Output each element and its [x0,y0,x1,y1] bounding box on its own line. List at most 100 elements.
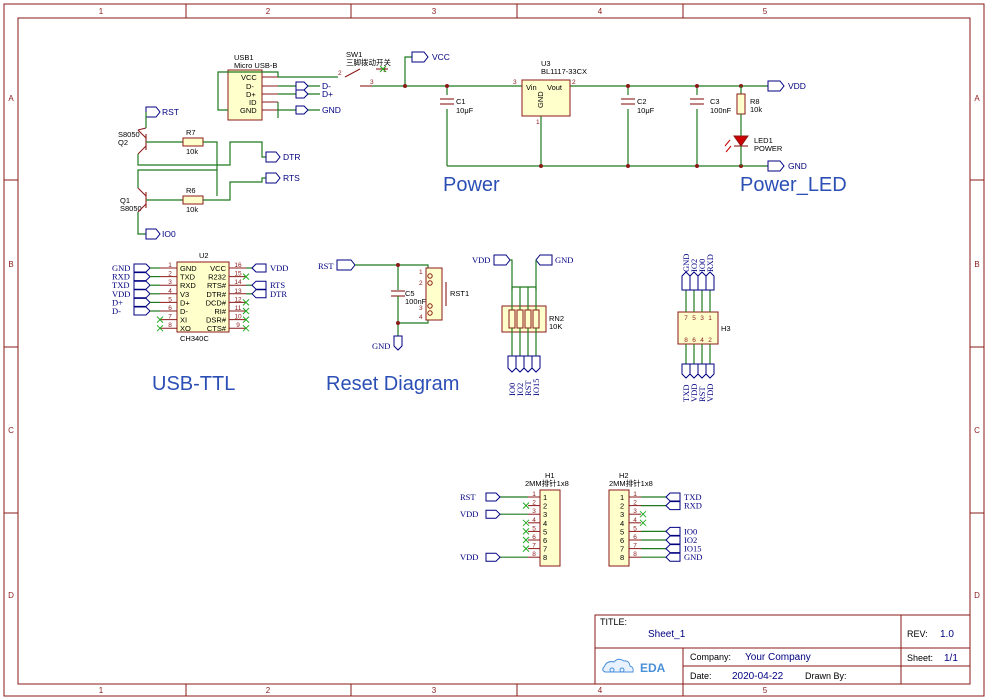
grid-row-b-right: B [974,260,979,269]
net-label-io0-q1: IO0 [162,229,176,239]
h1-ref: H1 [545,471,555,480]
h1-net-flag [485,552,501,562]
h3-bottom-flag [705,363,715,379]
h1-pin-num-left: 1 [532,491,536,498]
net-flag-gnd-reset: GND [372,335,403,351]
grid-row-d: D [8,591,14,600]
eda-logo-text: EDA [640,661,666,675]
h3-top-net-label: IO2 [689,259,699,272]
net-label-vcc: VCC [432,52,450,62]
c3-ref: C3 [710,97,720,106]
usb-ttl-left-net-label: D- [112,306,121,316]
u3-vin: Vin [526,83,537,92]
u2-right-no-connect [242,307,250,315]
grid-row-a: A [8,94,14,103]
usb-ttl-right-flag [251,280,267,290]
usb-ttl-left-flag [133,280,151,290]
grid-row-c: C [8,426,14,435]
rn2-bottom-flag [531,355,541,373]
h2-header: H2 2MM排针1x8 [608,471,653,567]
q1-transistor: Q1 S8050 [120,187,147,213]
u2-right-pin-label: CTS# [207,324,227,333]
u2-left-pin-label: V3 [180,290,189,299]
r6-ref: R6 [186,186,196,195]
r6-body [182,195,204,205]
c1-ref: C1 [456,97,466,106]
h2-pin-num-body: 5 [620,527,624,536]
u2-left-pin-num: 8 [168,322,172,329]
rn2-resistor-element [524,309,532,329]
rn2-ref: RN2 [549,314,564,323]
h2-pin-num-body: 7 [620,545,624,554]
u2-right-pin-num: 14 [234,279,242,286]
r7-ref: R7 [186,128,196,137]
u2-right-pin-num: 11 [235,305,242,312]
grid-row-c-right: C [974,426,980,435]
q2-ref: Q2 [118,138,128,147]
h2-pin-num-body: 6 [620,536,624,545]
u2-right-pin-num: 9 [236,322,240,329]
h2-net-label: GND [684,552,702,562]
date-value: 2020-04-22 [732,671,784,682]
usb-ttl-right-net-label: DTR [270,289,287,299]
net-label-usb-gnd: GND [322,105,341,115]
usb-ttl-left-flag [133,297,151,307]
h1-pin-num-body: 7 [543,545,547,554]
net-flag-rst-reset: RST [318,259,356,271]
net-flag-rst-q2: RST [145,106,179,118]
h2-pin-num-right: 4 [633,517,637,524]
usb-ttl-left-flag [133,263,151,273]
section-usb-ttl-title: USB-TTL [152,373,235,395]
rn2-resistors [508,287,540,356]
h3-top-flag [705,271,715,291]
net-label-gnd-reset: GND [372,341,390,351]
h2-net-flag [665,552,681,562]
h3-top-flag [681,271,691,291]
h3-bottom-net-label: VDD [689,384,699,402]
h2-net-flag [665,535,681,545]
u2-right-no-connect [242,324,250,332]
usb1-pin-vcc: VCC [241,73,257,82]
h3-header: H3 [677,311,731,345]
q2-value: S8050 [118,130,140,139]
u2-right-no-connect [242,299,250,306]
h3-top-pin-num: 7 [684,315,688,322]
net-flag-rts: RTS [265,172,300,184]
h2-net-label: IO2 [684,535,697,545]
c2-ref: C2 [637,97,647,106]
r7-resistor: R7 10k [182,128,204,156]
grid-col-1-bottom: 1 [99,686,104,695]
net-flag-usb-dp: D+ [295,89,333,99]
h1-pin-num-body: 6 [543,536,547,545]
h2-pin-num-body: 3 [620,510,624,519]
usb1-ref: USB1 [234,53,254,62]
h1-pin-num-body: 3 [543,510,547,519]
net-label-vdd-power: VDD [788,81,806,91]
led1-ref: LED1 [754,136,773,145]
led1-power-led: LED1 POWER [724,135,783,153]
h1-no-connect [522,528,530,535]
u3-body [521,79,571,117]
rn2-bottom-net-label: RST [523,380,533,396]
u2-left-pin-label: D- [180,307,188,316]
c3-capacitor: C3 100nF [690,95,732,115]
h1-net-flag [485,509,501,519]
usb1-pin-dp: D+ [246,90,256,99]
usb-ttl-left-flag [133,289,151,299]
u2-value: CH340C [180,334,209,343]
net-label-gnd-power: GND [788,161,807,171]
h1-no-connect [522,545,530,552]
h3-top-pin-num: 1 [708,315,712,322]
h2-net-flag [665,544,681,554]
grid-row-a-right: A [974,94,980,103]
h3-top-pin-num: 5 [692,315,696,322]
r8-ref: R8 [750,97,760,106]
rst1-button: 1 2 3 4 RST1 [419,267,469,321]
title-block: TITLE: Sheet_1 REV: 1.0 Company: Your Co… [594,614,971,685]
sheet-value: 1/1 [944,653,958,664]
u3-ref: U3 [541,59,551,68]
u3-pin-gnd: 1 [536,119,540,126]
h2-pin-num-right: 3 [633,508,637,515]
net-label-gnd-rn2: GND [555,255,573,265]
